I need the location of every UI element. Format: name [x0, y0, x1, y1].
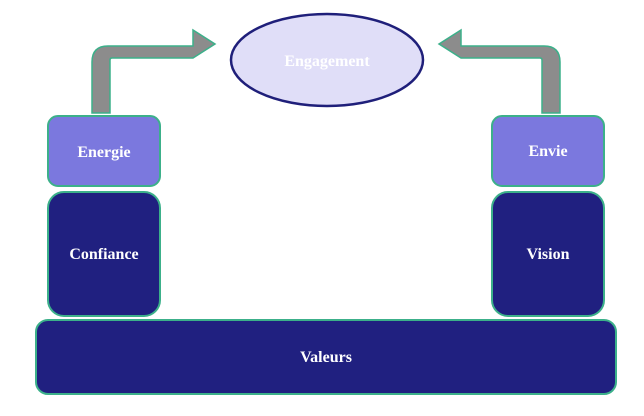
- engagement-node: [229, 12, 425, 108]
- valeurs-box: [35, 319, 617, 395]
- engagement-label: Engagement: [284, 53, 370, 70]
- vision-box: [491, 191, 605, 317]
- energie-label: Energie: [77, 144, 130, 161]
- confiance-label: Confiance: [69, 246, 138, 263]
- envie-box: [491, 115, 605, 187]
- right-arrow-icon: [437, 28, 561, 114]
- valeurs-label: Valeurs: [300, 349, 352, 366]
- left-arrow-icon: [91, 28, 217, 114]
- confiance-box: [47, 191, 161, 317]
- vision-label: Vision: [527, 246, 570, 263]
- energie-box: [47, 115, 161, 187]
- envie-label: Envie: [528, 143, 567, 160]
